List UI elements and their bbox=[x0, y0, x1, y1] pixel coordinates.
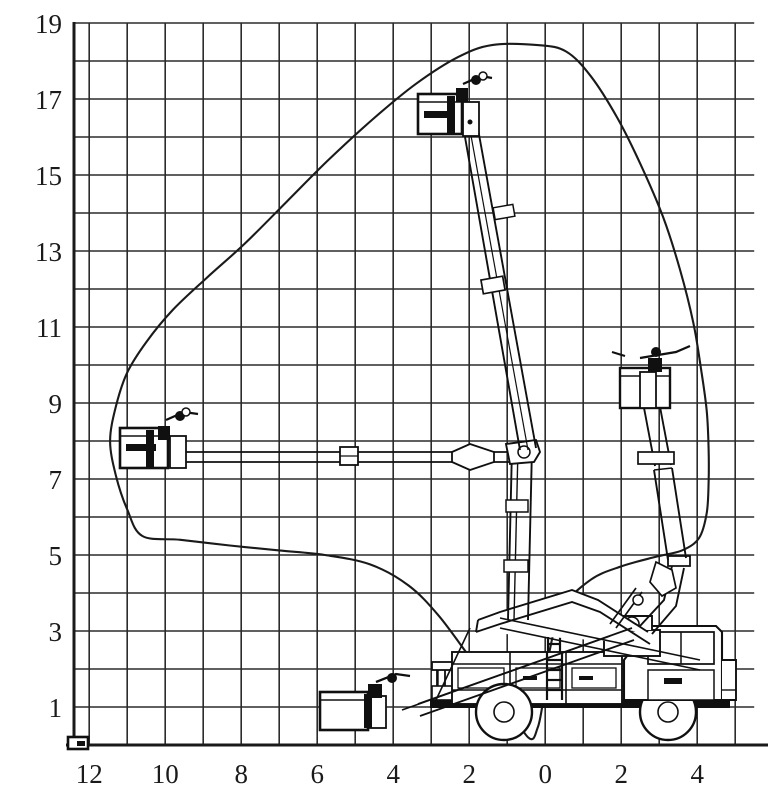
x-axis-tick-label: 12 bbox=[76, 759, 103, 789]
x-axis-tick-label: 10 bbox=[152, 759, 179, 789]
origin-marker bbox=[66, 735, 90, 751]
y-axis-tick-label: 17 bbox=[35, 85, 62, 115]
working-envelope-outline bbox=[109, 42, 710, 741]
platform-upper bbox=[416, 71, 493, 137]
x-axis-tick-label: 4 bbox=[690, 759, 704, 789]
x-axis-tick-label: 8 bbox=[234, 759, 248, 789]
x-axis-tick-labels: 12 10 8 6 4 2 0 2 4 bbox=[76, 759, 705, 789]
rear-wheel bbox=[474, 682, 534, 742]
y-axis-tick-label: 1 bbox=[49, 693, 63, 723]
y-axis-tick-label: 11 bbox=[36, 313, 62, 343]
x-axis-tick-label: 2 bbox=[462, 759, 476, 789]
y-axis-tick-label: 5 bbox=[49, 541, 63, 571]
x-axis-tick-label: 4 bbox=[386, 759, 400, 789]
y-axis-tick-label: 15 bbox=[35, 161, 62, 191]
y-axis-tick-labels: 19 17 15 13 11 9 7 5 3 1 bbox=[35, 9, 62, 723]
y-axis-tick-label: 3 bbox=[49, 617, 63, 647]
axis-frame bbox=[66, 22, 768, 747]
platform-lower-left bbox=[318, 672, 411, 732]
x-axis-tick-label: 0 bbox=[538, 759, 552, 789]
boom-assembly-upper bbox=[416, 71, 537, 451]
boom-assembly-lower-left bbox=[318, 627, 635, 732]
y-axis-tick-label: 19 bbox=[35, 9, 62, 39]
x-axis-tick-label: 2 bbox=[614, 759, 628, 789]
boom-assembly-left bbox=[118, 407, 542, 621]
x-axis-tick-label: 6 bbox=[310, 759, 324, 789]
y-axis-tick-label: 7 bbox=[49, 465, 63, 495]
y-axis-tick-label: 13 bbox=[35, 237, 62, 267]
platform-left bbox=[118, 407, 199, 470]
y-axis-tick-label: 9 bbox=[49, 389, 63, 419]
support-struts bbox=[435, 617, 701, 701]
platform-right bbox=[611, 344, 691, 410]
